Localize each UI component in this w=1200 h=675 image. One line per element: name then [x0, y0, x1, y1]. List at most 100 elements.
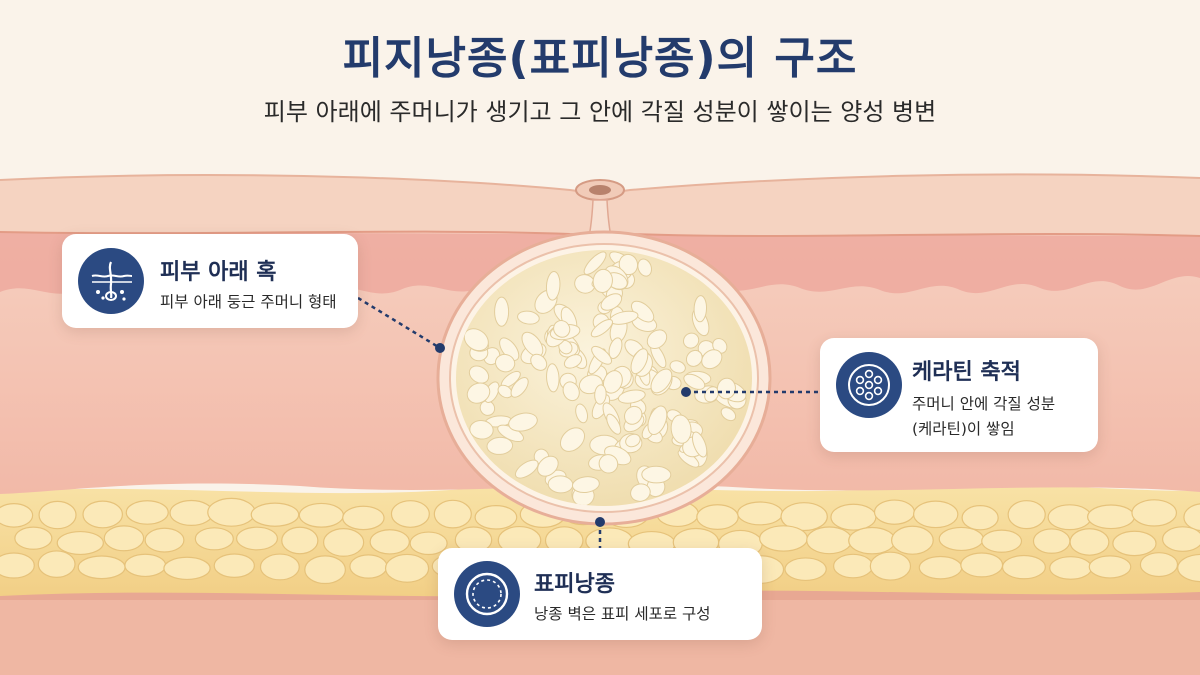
fat-lobule	[77, 555, 126, 580]
keratin-flake	[637, 258, 653, 277]
keratin-flake	[606, 413, 622, 435]
keratin-flake	[499, 337, 520, 361]
fat-lobule	[833, 553, 874, 579]
keratin-flake	[630, 348, 649, 375]
callout-description: 낭종 벽은 표피 세포로 구성	[534, 605, 711, 623]
keratin-flake	[701, 349, 723, 370]
fat-lobule	[780, 502, 828, 532]
fat-lobule	[1007, 500, 1046, 530]
keratin-flake	[571, 476, 600, 494]
keratin-flake	[468, 365, 490, 384]
keratin-flake	[720, 407, 737, 422]
fat-lobule	[38, 500, 77, 530]
page-title: 피지낭종(표피낭종)의 구조	[342, 33, 858, 84]
keratin-flake	[537, 455, 559, 477]
keratin-flake	[594, 384, 607, 405]
keratin-flake	[691, 431, 708, 458]
fat-lobule	[759, 525, 808, 552]
fat-lobule	[169, 499, 214, 527]
fat-lobule	[1032, 528, 1071, 554]
fat-lobule	[235, 526, 279, 551]
fat-lobule	[322, 528, 365, 557]
keratin-flake	[647, 405, 668, 436]
keratin-flake	[683, 332, 700, 349]
fat-lobule	[124, 553, 167, 578]
fat-lobule	[830, 503, 877, 531]
fat-lobule	[1001, 554, 1046, 580]
fat-lobule	[1139, 552, 1179, 578]
keratin-flake	[618, 253, 639, 276]
keratin-flake	[704, 386, 720, 403]
fat-lobule	[103, 525, 145, 552]
fat-lobule	[250, 502, 300, 527]
keratin-flake	[716, 377, 736, 400]
keratin-flake	[559, 427, 586, 452]
fat-lobule	[938, 526, 984, 552]
fat-lobule	[806, 526, 853, 555]
fat-lobule	[474, 504, 518, 530]
callout-epidermoid-cyst: 표피낭종 낭종 벽은 표피 세포로 구성	[438, 548, 762, 640]
keratin-flake	[514, 459, 539, 479]
fat-lobule	[981, 529, 1023, 553]
fat-lobule	[433, 499, 472, 529]
fat-lobule	[163, 556, 211, 581]
keratin-flake	[602, 370, 623, 394]
keratin-flake	[625, 433, 641, 448]
keratin-flake	[600, 293, 623, 311]
keratin-flake	[494, 296, 510, 327]
fat-lobule	[384, 553, 430, 583]
fat-lobule	[784, 557, 827, 582]
keratin-flake	[683, 373, 706, 390]
keratin-flake	[630, 483, 651, 502]
keratin-flake	[575, 403, 589, 424]
hair-follicle-icon	[78, 248, 144, 314]
fat-lobule	[869, 551, 912, 581]
fat-lobule	[960, 552, 1004, 578]
keratin-flake	[617, 389, 646, 404]
fat-lobule	[1069, 528, 1110, 556]
fat-lobule	[259, 553, 300, 581]
callout-description-line-1: 주머니 안에 각질 성분	[912, 395, 1056, 413]
fat-lobule	[848, 526, 896, 555]
fat-lobule	[342, 505, 385, 531]
keratin-cells-icon	[836, 352, 902, 418]
keratin-flake	[562, 381, 580, 402]
callout-title: 케라틴 축적	[912, 360, 1021, 385]
fat-lobule	[1088, 555, 1132, 579]
fat-lobule	[0, 503, 34, 528]
fat-lobule	[144, 527, 185, 553]
fat-lobule	[961, 505, 999, 531]
keratin-flake	[608, 337, 623, 360]
callout-title: 피부 아래 혹	[160, 260, 277, 285]
keratin-flake	[590, 319, 613, 338]
keratin-flake	[545, 271, 561, 301]
keratin-flake	[592, 268, 613, 293]
page-subtitle: 피부 아래에 주머니가 생기고 그 안에 각질 성분이 쌓이는 양성 병변	[263, 98, 937, 126]
punctum-opening	[589, 185, 611, 195]
fat-lobule	[918, 555, 963, 580]
fat-lobule	[1049, 556, 1093, 580]
keratin-flake	[508, 412, 538, 432]
fat-lobule	[194, 527, 234, 551]
fat-lobule	[37, 550, 76, 578]
keratin-flake	[510, 377, 529, 398]
fat-lobule	[125, 500, 169, 525]
keratin-flake	[530, 353, 548, 371]
fat-lobule	[737, 501, 784, 526]
fat-lobule	[82, 500, 124, 529]
fat-lobule	[1112, 530, 1157, 557]
keratin-flake	[641, 465, 672, 484]
fat-lobule	[281, 526, 319, 555]
fat-lobule	[207, 497, 256, 527]
keratin-flake	[591, 345, 613, 365]
fat-lobule	[1177, 553, 1200, 583]
fat-lobule	[304, 555, 346, 585]
keratin-flake	[646, 329, 668, 349]
fat-lobule	[873, 499, 915, 525]
fat-lobule	[409, 531, 448, 556]
keratin-flake	[624, 405, 643, 425]
fat-lobule	[14, 526, 53, 550]
callout-title: 표피낭종	[534, 572, 615, 597]
keratin-flake	[650, 368, 673, 394]
fat-lobule	[349, 554, 388, 579]
